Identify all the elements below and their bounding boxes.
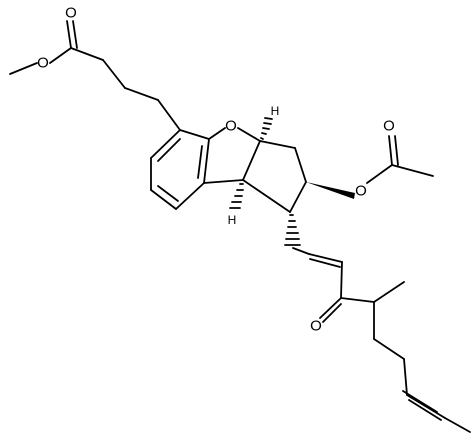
atom-label: O <box>383 118 395 135</box>
bond <box>340 297 375 303</box>
bond <box>319 297 342 319</box>
bond <box>259 140 296 149</box>
atom-label: O <box>225 118 237 135</box>
bond <box>394 135 399 166</box>
bond <box>294 147 307 183</box>
bond <box>242 140 261 181</box>
bond <box>150 189 177 210</box>
bond <box>157 99 181 131</box>
bond <box>391 164 434 177</box>
atom-label: H <box>228 213 237 227</box>
bond <box>340 261 343 299</box>
bond <box>102 59 126 89</box>
bond <box>237 127 261 142</box>
bond <box>322 303 342 323</box>
bond <box>157 185 179 202</box>
bond <box>175 182 205 210</box>
bond <box>197 145 203 179</box>
bond <box>444 417 471 433</box>
bond <box>124 87 159 101</box>
bond <box>289 181 307 213</box>
atom-label: O <box>37 55 49 72</box>
bond <box>406 394 446 419</box>
bond <box>373 281 405 303</box>
bond <box>9 62 38 75</box>
bond <box>208 127 226 140</box>
bond <box>203 179 244 184</box>
bond <box>408 399 442 421</box>
atom-label: O <box>355 183 367 200</box>
bond <box>203 138 210 184</box>
atom-label: O <box>310 318 322 335</box>
bond <box>150 129 181 159</box>
bond <box>373 338 405 360</box>
bond <box>72 20 78 49</box>
bond <box>366 164 393 184</box>
bond <box>157 138 181 162</box>
bond <box>292 247 310 255</box>
wedge-bond <box>306 182 355 199</box>
bond <box>49 47 72 64</box>
bond <box>308 253 343 263</box>
hashed-bond <box>284 214 301 246</box>
hashed-bond <box>229 183 244 209</box>
bond <box>66 20 72 49</box>
atom-label: O <box>65 5 77 22</box>
hashed-bond <box>260 117 273 140</box>
bond <box>70 47 104 61</box>
bond <box>309 258 341 268</box>
bond <box>402 390 438 413</box>
bond <box>179 129 210 140</box>
bond <box>388 135 393 166</box>
bond <box>403 358 408 396</box>
atom-label: H <box>271 104 280 118</box>
bond <box>242 179 291 213</box>
